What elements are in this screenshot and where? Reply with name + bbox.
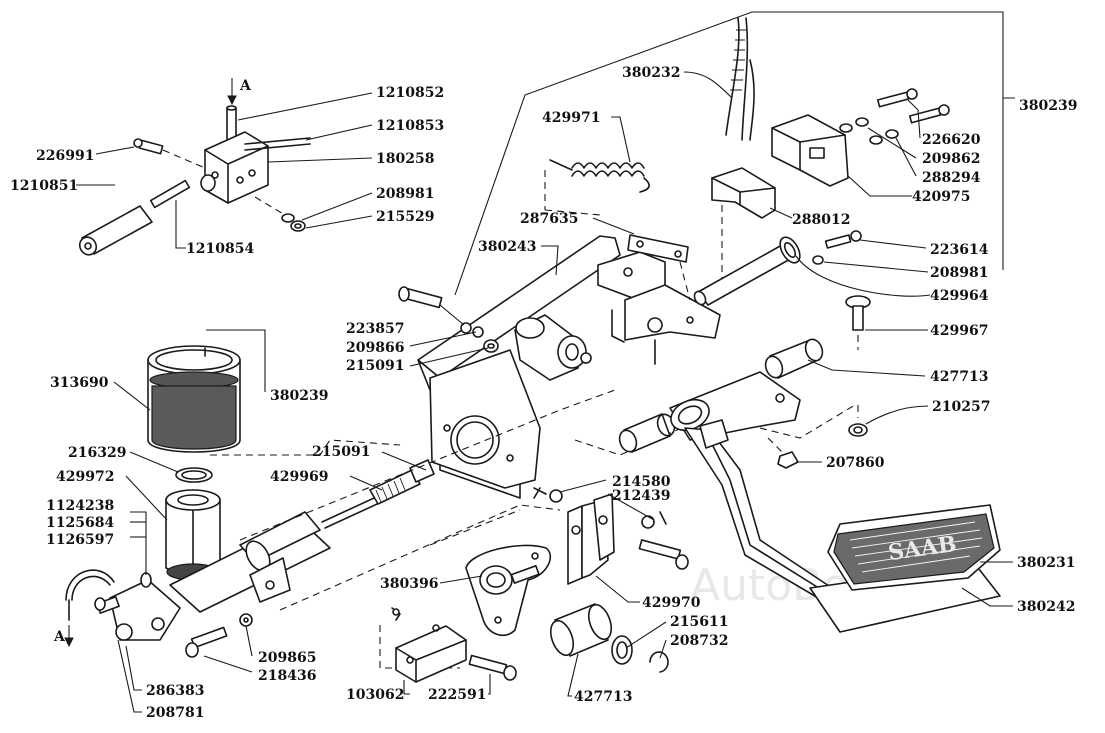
callout-215091-mid: 215091 xyxy=(312,444,370,460)
callout-380239-mid: 380239 xyxy=(270,388,328,404)
callout-223614: 223614 xyxy=(930,242,989,258)
callout-427713-bottom: 427713 xyxy=(574,689,632,705)
lever-380396 xyxy=(465,544,552,637)
valve-block-assembly: A xyxy=(78,78,311,256)
nut-207860 xyxy=(767,437,799,469)
callout-380243: 380243 xyxy=(478,239,536,255)
pivot-bolt-429967 xyxy=(845,295,871,350)
callout-216329: 216329 xyxy=(68,445,126,461)
callout-labels: 1210852 1210853 226991 180258 1210851 20… xyxy=(10,65,1077,721)
assembly-bracket-380239 xyxy=(454,11,1015,296)
callout-209866: 209866 xyxy=(346,340,404,356)
callout-380242: 380242 xyxy=(1017,599,1075,615)
stop-light-switch-288012 xyxy=(711,167,776,290)
callout-1210854: 1210854 xyxy=(186,241,254,257)
callout-leaders xyxy=(76,71,1013,713)
view-marker-a-top: A xyxy=(239,78,252,94)
clip-210257 xyxy=(848,405,868,437)
callout-226620: 226620 xyxy=(922,132,981,148)
callout-286383: 286383 xyxy=(146,683,204,699)
callout-208981-top: 208981 xyxy=(376,186,434,202)
callout-313690: 313690 xyxy=(50,375,109,391)
bushing-427713-upper xyxy=(618,338,824,453)
callout-429971: 429971 xyxy=(542,110,600,126)
callout-218436: 218436 xyxy=(258,668,316,684)
callout-429969: 429969 xyxy=(270,469,328,485)
callout-212439: 212439 xyxy=(612,488,670,504)
callout-214580: 214580 xyxy=(612,474,671,490)
callout-222591: 222591 xyxy=(428,687,486,703)
callout-1210851: 1210851 xyxy=(10,178,78,194)
callout-380239-top: 380239 xyxy=(1019,98,1077,114)
callout-429970: 429970 xyxy=(642,595,701,611)
callout-209865: 209865 xyxy=(258,650,316,666)
view-marker-a-bottom: A xyxy=(53,629,66,645)
callout-223857: 223857 xyxy=(346,321,404,337)
callout-215529: 215529 xyxy=(376,209,434,225)
callout-429972: 429972 xyxy=(56,469,114,485)
clevis-block-103062 xyxy=(391,607,517,683)
pedal-bracket-380243 xyxy=(417,235,721,499)
callout-1125684: 1125684 xyxy=(46,515,114,531)
link-plate-287635 xyxy=(627,234,691,301)
callout-226991: 226991 xyxy=(36,148,94,164)
fluid-reservoir-313690 xyxy=(147,329,266,483)
callout-215091-top: 215091 xyxy=(346,358,404,374)
return-spring-429971 xyxy=(544,159,650,216)
push-rod-429969 xyxy=(321,459,435,529)
callout-1124238: 1124238 xyxy=(46,498,114,514)
callout-209862: 209862 xyxy=(922,151,980,167)
callout-208781: 208781 xyxy=(146,705,204,721)
wiring-harness-380232 xyxy=(725,17,755,141)
bushing-427713-lower xyxy=(549,603,669,673)
callout-288012: 288012 xyxy=(792,212,850,228)
callout-380231: 380231 xyxy=(1017,555,1075,571)
callout-103062: 103062 xyxy=(346,687,404,703)
clevis-429970 xyxy=(533,487,689,585)
screw-223857 xyxy=(398,286,499,353)
pedal-shaft-429964 xyxy=(693,230,862,306)
callout-180258: 180258 xyxy=(376,151,434,167)
callout-1126597: 1126597 xyxy=(46,532,114,548)
callout-380396: 380396 xyxy=(380,576,438,592)
callout-420975: 420975 xyxy=(912,189,970,205)
callout-207860: 207860 xyxy=(826,455,885,471)
callout-208732: 208732 xyxy=(670,633,728,649)
switch-bracket-420975 xyxy=(771,88,950,187)
callout-429967: 429967 xyxy=(930,323,988,339)
callout-429964: 429964 xyxy=(930,288,989,304)
callout-380232: 380232 xyxy=(622,65,680,81)
callout-288294: 288294 xyxy=(922,170,981,186)
callout-1210852: 1210852 xyxy=(376,85,444,101)
pedal-pad-380231: SAAB xyxy=(809,504,1001,633)
callout-1210853: 1210853 xyxy=(376,118,444,134)
callout-208981-mid: 208981 xyxy=(930,265,988,281)
master-cylinder: A xyxy=(53,489,331,658)
callout-215611: 215611 xyxy=(670,614,728,630)
clevis-yoke xyxy=(514,314,592,381)
callout-287635: 287635 xyxy=(520,211,578,227)
callout-427713-top: 427713 xyxy=(930,369,988,385)
callout-210257: 210257 xyxy=(932,399,990,415)
